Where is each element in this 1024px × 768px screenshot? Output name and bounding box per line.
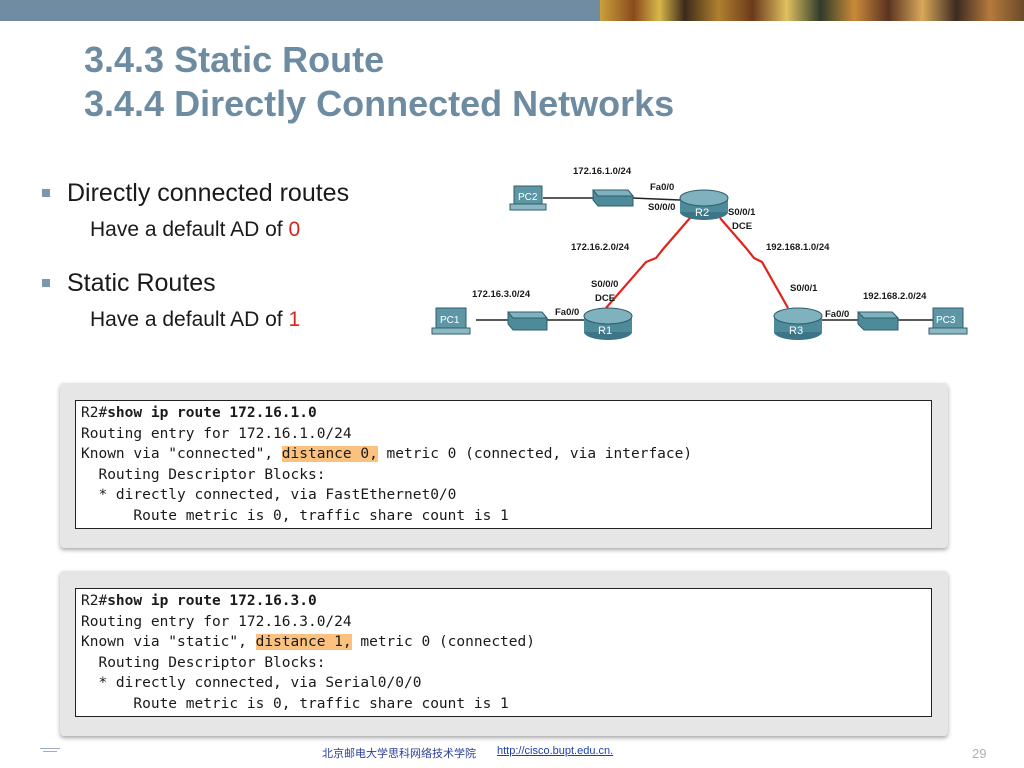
router-icon: R1 <box>583 307 633 340</box>
network-label: 172.16.2.0/24 <box>571 242 630 253</box>
interface-label: DCE <box>732 221 752 232</box>
header-photo-strip <box>600 0 1024 21</box>
pc-label: PC3 <box>936 315 956 326</box>
pc-label: PC1 <box>440 315 460 326</box>
output-line: Known via "connected", distance 0, metri… <box>81 446 693 463</box>
slide-title: 3.4.3 Static Route 3.4.4 Directly Connec… <box>84 38 674 126</box>
command-line: R2#show ip route 172.16.1.0 <box>81 405 317 421</box>
output-line: Route metric is 0, traffic share count i… <box>81 507 509 524</box>
bullet-subtext: Have a default AD of 1 <box>40 300 420 340</box>
bullet-square-icon <box>42 279 50 287</box>
title-line-1: 3.4.3 Static Route <box>84 39 385 80</box>
terminal-output-2: R2#show ip route 172.16.3.0 Routing entr… <box>75 588 932 717</box>
interface-label: S0/0/1 <box>790 283 818 294</box>
bullet-square-icon <box>42 189 50 197</box>
output-line: Routing entry for 172.16.3.0/24 <box>81 613 352 630</box>
terminal-output-1: R2#show ip route 172.16.1.0 Routing entr… <box>75 400 932 529</box>
interface-label: S0/0/0 <box>591 279 618 290</box>
title-line-2: 3.4.4 Directly Connected Networks <box>84 83 675 124</box>
serial-link-r1-r2 <box>605 217 691 309</box>
router-label: R3 <box>789 325 803 337</box>
bullet-text: Directly connected routes <box>67 178 350 207</box>
bullet-subtext: Have a default AD of 0 <box>40 210 420 250</box>
pc-icon: PC1 <box>431 307 471 335</box>
router-icon: R2 <box>679 189 729 220</box>
bullet-list: Directly connected routes Have a default… <box>40 176 420 356</box>
bullet-text: Static Routes <box>67 268 216 297</box>
interface-label: Fa0/0 <box>825 309 849 320</box>
output-line: * directly connected, via Serial0/0/0 <box>81 675 422 692</box>
output-line: Routing Descriptor Blocks: <box>81 654 326 671</box>
output-line: * directly connected, via FastEthernet0/… <box>81 487 457 504</box>
bullet-item: Static Routes <box>40 266 420 300</box>
network-label: 192.168.2.0/24 <box>863 291 927 302</box>
router-label: R1 <box>598 325 612 337</box>
interface-label: Fa0/0 <box>650 182 674 193</box>
page-number: 29 <box>972 746 987 761</box>
output-line: Routing entry for 172.16.1.0/24 <box>81 425 352 442</box>
sub-prefix: Have a default AD of <box>90 308 289 331</box>
pc-icon: PC2 <box>509 185 547 211</box>
interface-label: Fa0/0 <box>555 307 579 318</box>
switch-icon <box>591 189 635 207</box>
terminal-panel-2: R2#show ip route 172.16.3.0 Routing entr… <box>60 571 948 736</box>
output-line: Known via "static", distance 1, metric 0… <box>81 634 535 651</box>
interface-label: S0/0/0 <box>648 202 675 213</box>
bullet-item: Directly connected routes <box>40 176 420 210</box>
interface-label: S0/0/1 <box>728 207 756 218</box>
network-topology-diagram: PC2 R2 PC1 R1 R3 <box>431 166 968 340</box>
switch-icon <box>856 311 900 331</box>
serial-link-r2-r3 <box>719 217 789 309</box>
pc-icon: PC3 <box>928 307 968 335</box>
terminal-panel-1: R2#show ip route 172.16.1.0 Routing entr… <box>60 383 948 548</box>
sub-prefix: Have a default AD of <box>90 218 289 241</box>
ad-value: 1 <box>288 308 301 331</box>
router-icon: R3 <box>773 307 823 340</box>
distance-highlight: distance 0, <box>281 446 378 463</box>
network-label: 172.16.1.0/24 <box>573 166 632 177</box>
router-label: R2 <box>695 207 709 219</box>
command-line: R2#show ip route 172.16.3.0 <box>81 593 317 609</box>
interface-label: DCE <box>595 293 615 304</box>
network-label: 172.16.3.0/24 <box>472 289 531 300</box>
link-switch-r2 <box>632 197 681 201</box>
switch-icon <box>506 311 549 331</box>
footer-url-link[interactable]: http://cisco.bupt.edu.cn. <box>497 745 614 757</box>
pc-label: PC2 <box>518 192 538 203</box>
output-line: Route metric is 0, traffic share count i… <box>81 695 509 712</box>
footer-logo-icon <box>40 748 60 752</box>
output-line: Routing Descriptor Blocks: <box>81 466 326 483</box>
footer-school-name: 北京邮电大学思科网络技术学院 <box>322 747 476 760</box>
network-label: 192.168.1.0/24 <box>766 242 830 253</box>
ad-value: 0 <box>288 218 301 241</box>
distance-highlight: distance 1, <box>255 634 352 651</box>
